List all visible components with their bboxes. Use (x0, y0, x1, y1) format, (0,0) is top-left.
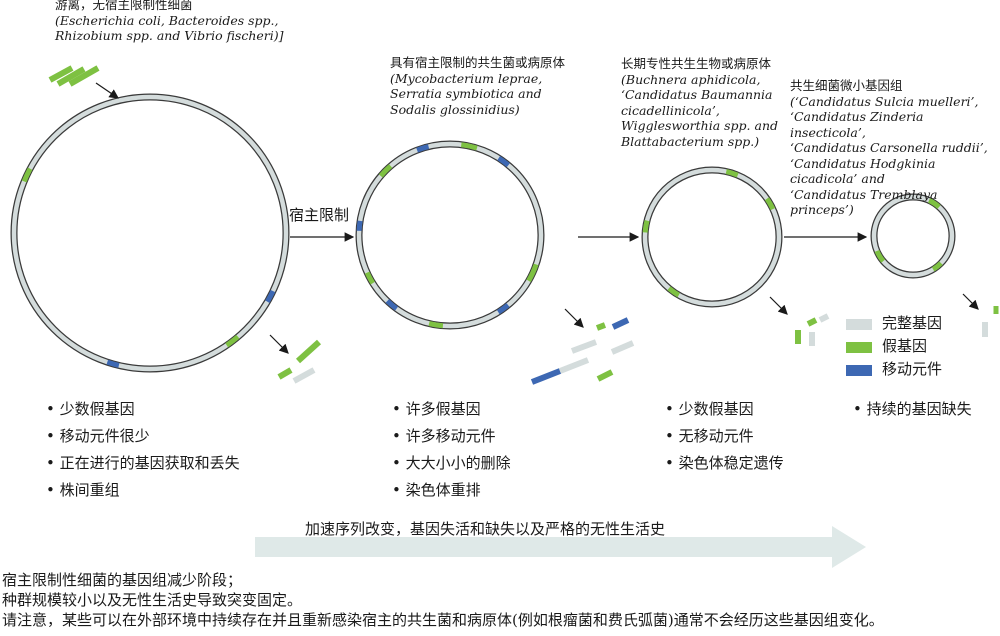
legend-label-intact: 完整基因 (882, 314, 943, 332)
caption-line: Rhizobium spp. and Vibrio fischeri)] (55, 28, 284, 43)
genome-circle-3 (641, 166, 783, 308)
footer-line: 种群规模较小以及无性生活史导致突变固定。 (2, 591, 303, 609)
bullet-item: 许多移动元件 (392, 423, 511, 450)
caption-line: ‘Candidatus Carsonella ruddii’, (790, 140, 988, 155)
stage2-bullets: 许多假基因 许多移动元件 大大小小的删除 染色体重排 (392, 396, 511, 504)
bullet-item: 染色体重排 (392, 477, 511, 504)
legend: 完整基因 假基因 移动元件 (846, 312, 996, 382)
legend-swatch-mobile (846, 365, 872, 376)
stage2-caption: 具有宿主限制的共生菌或病原体 (Mycobacterium leprae, Se… (390, 55, 565, 117)
stage1-bullets: 少数假基因 移动元件很少 正在进行的基因获取和丢失 株间重组 (46, 396, 240, 504)
caption-line: (‘Candidatus Sulcia muelleri’, (790, 93, 979, 109)
caption-line: 游离，无宿主限制性细菌 (55, 0, 193, 12)
bullet-item: 许多假基因 (392, 396, 511, 423)
lost-fragments-1 (269, 334, 322, 384)
caption-line: (Escherichia coli, Bacteroides spp., (55, 12, 279, 28)
bullet-item: 正在进行的基因获取和丢失 (46, 450, 240, 477)
legend-swatch-intact (846, 319, 872, 330)
bullet-item: 大大小小的删除 (392, 450, 511, 477)
footer-line: 请注意，某些可以在外部环境中持续存在并且重新感染宿主的共生菌和病原体(例如根瘤菌… (2, 611, 884, 629)
bullet-item: 移动元件很少 (46, 423, 240, 450)
caption-line: ‘Candidatus Baumannia (621, 87, 773, 102)
legend-swatch-pseudo (846, 342, 872, 353)
caption-line: (Mycobacterium leprae, (390, 70, 543, 86)
caption-line: 具有宿主限制的共生菌或病原体 (390, 55, 566, 70)
caption-line: ‘Candidatus Zinderia insecticola’, (790, 109, 924, 140)
stage1-caption: 游离，无宿主限制性细菌 (Escherichia coli, Bacteroid… (55, 0, 284, 44)
bullet-item: 少数假基因 (665, 396, 784, 423)
lost-fragments-2 (530, 308, 635, 385)
caption-line: cicadellinicola’, (621, 102, 720, 118)
stage3-bullets: 少数假基因 无移动元件 染色体稳定遗传 (665, 396, 784, 477)
legend-label-pseudo: 假基因 (882, 337, 928, 355)
caption-line: Sodalis glossinidius) (390, 101, 520, 117)
caption-line: Blattabacterium spp.) (621, 133, 760, 149)
arrow-label-host-restriction: 宿主限制 (289, 206, 350, 224)
legend-label-mobile: 移动元件 (882, 360, 943, 378)
genome-circle-2 (355, 140, 545, 330)
genome-circle-4 (870, 193, 956, 279)
caption-line: 共生细菌微小基因组 (790, 78, 903, 93)
bullet-item: 株间重组 (46, 477, 240, 504)
caption-line: Wigglesworthia spp. and (621, 118, 779, 133)
genome-circle-1 (10, 93, 290, 373)
bullet-item: 少数假基因 (46, 396, 240, 423)
stage4-bullets: 持续的基因缺失 (853, 396, 972, 423)
incoming-fragments (48, 65, 119, 99)
bullet-item: 持续的基因缺失 (853, 396, 972, 423)
stage4-caption: 共生细菌微小基因组 (‘Candidatus Sulcia muelleri’,… (790, 78, 1000, 218)
caption-line: (Buchnera aphidicola, (621, 71, 761, 87)
caption-line: ‘Candidatus Tremblaya princeps’) (790, 186, 938, 218)
caption-line: Serratia symbiotica and (390, 86, 542, 101)
footer-notes: 宿主限制性细菌的基因组减少阶段； 种群规模较小以及无性生活史导致突变固定。 请注… (2, 570, 884, 630)
footer-line: 宿主限制性细菌的基因组减少阶段； (2, 571, 243, 589)
stage3-caption: 长期专性共生生物或病原体 (Buchnera aphidicola, ‘Cand… (621, 56, 778, 149)
lost-fragments-4 (962, 293, 999, 337)
lost-fragments-3 (769, 296, 830, 346)
big-arrow-label: 加速序列改变，基因失活和缺失以及严格的无性生活史 (305, 520, 666, 538)
caption-line: 长期专性共生生物或病原体 (621, 56, 772, 71)
bullet-item: 染色体稳定遗传 (665, 450, 784, 477)
big-progress-arrow (255, 526, 866, 568)
caption-line: ‘Candidatus Hodgkinia cicadicola’ and (790, 155, 936, 187)
bullet-item: 无移动元件 (665, 423, 784, 450)
